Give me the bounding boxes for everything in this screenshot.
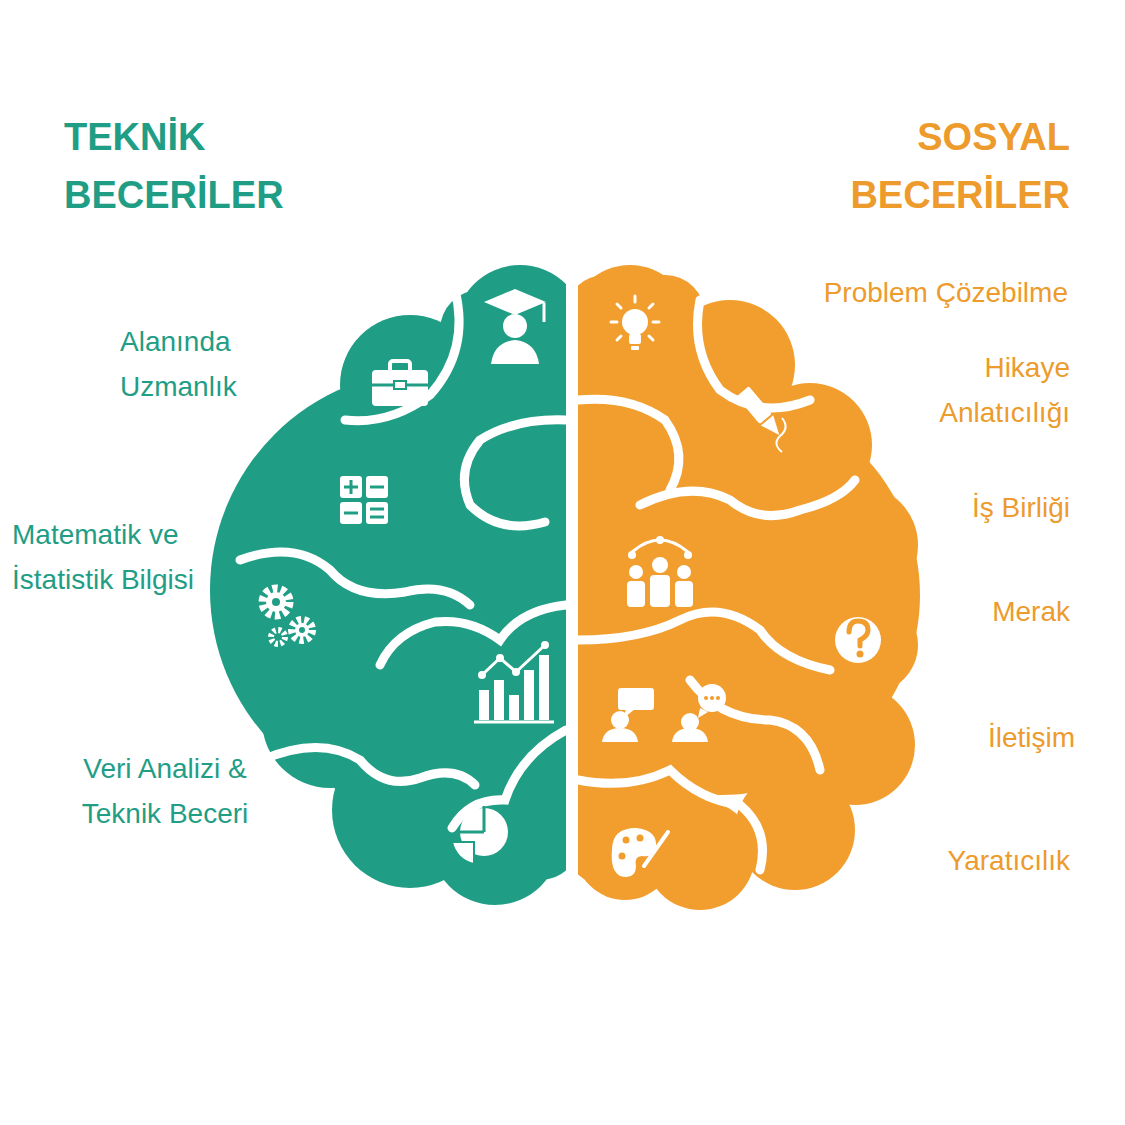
skill-label: Yaratıcılık	[820, 838, 1070, 883]
brain-folds	[240, 290, 855, 870]
skill-label: Alanında Uzmanlık	[120, 319, 295, 409]
skill-label: Problem Çözebilme	[728, 270, 1068, 315]
skill-label: İş Birliği	[820, 485, 1070, 530]
left-hemisphere	[210, 265, 566, 905]
left-icons	[263, 289, 554, 864]
skill-label: Hikaye Anlatıcılığı	[880, 345, 1070, 435]
skill-label: Merak	[820, 589, 1070, 634]
skill-label: Veri Analizi & Teknik Beceri	[50, 746, 280, 836]
skill-label: Matematik ve İstatistik Bilgisi	[12, 512, 252, 602]
section-heading: SOSYAL BECERİLER	[800, 108, 1070, 224]
right-icons	[602, 296, 881, 877]
skill-label: İletişim	[825, 715, 1075, 760]
right-hemisphere	[578, 265, 920, 910]
section-heading: TEKNİK BECERİLER	[64, 108, 334, 224]
